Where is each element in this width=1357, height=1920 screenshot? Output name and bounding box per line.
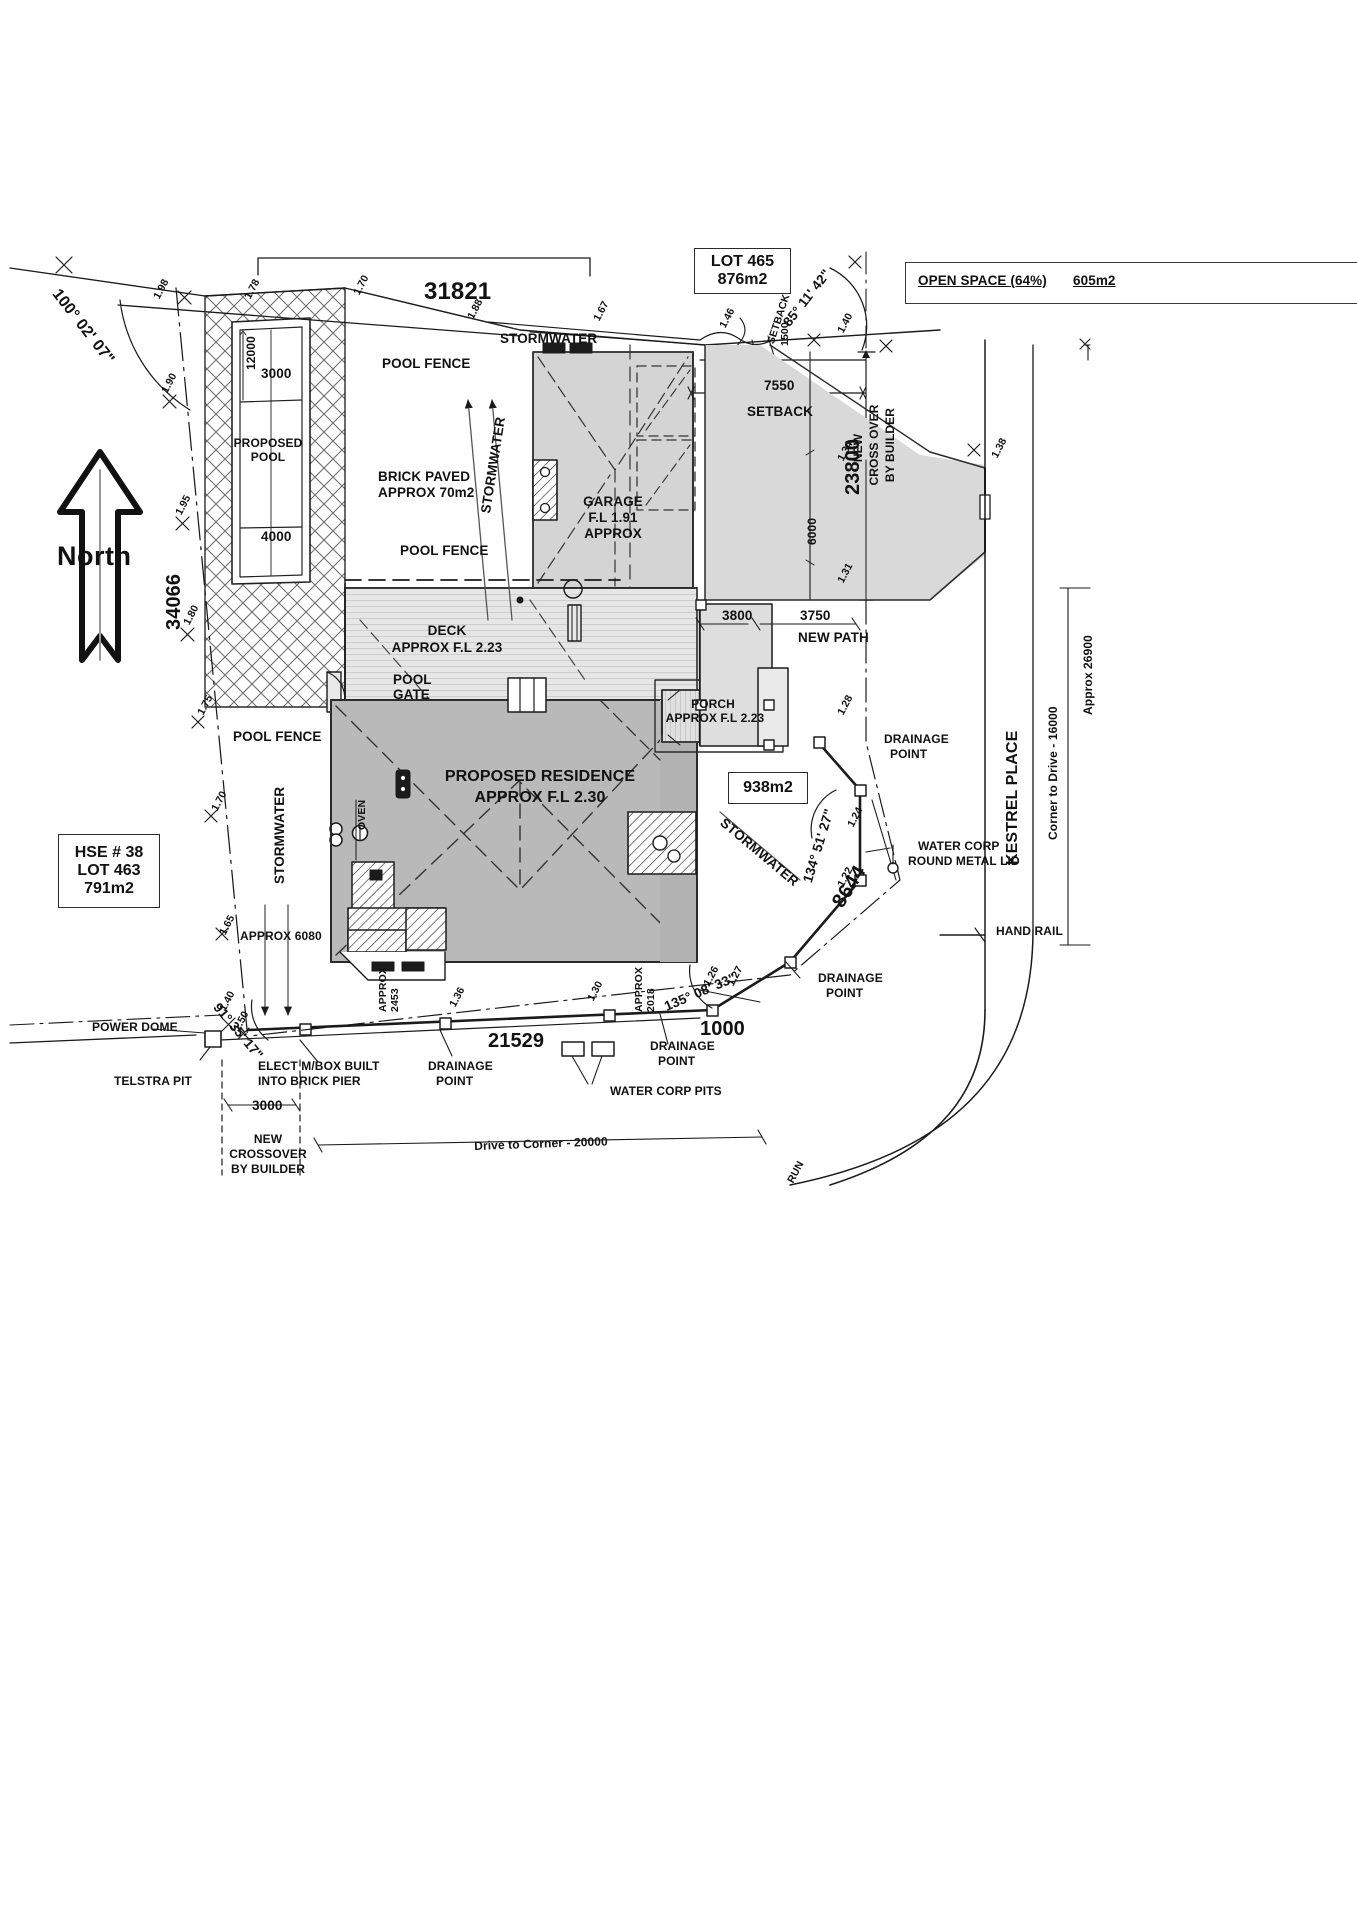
dimension-setback-side: 1500 [779,322,791,346]
annotation-oven: OVEN [356,799,368,830]
street-name-kestrel-place: KESTREL PLACE [1004,730,1021,865]
annotation-drainage-point-1-line2: POINT [890,747,928,761]
hse-lot: LOT 463 [77,862,141,879]
dimension-approx-2453: APPROX 2453 [377,967,401,1012]
dimension-setback-front: 7550 [764,378,795,393]
pool-label-line1: PROPOSED [233,436,303,450]
dimension-crossover-width-bottom: 3000 [252,1098,283,1113]
dimension-approx-26900: Approx 26900 [1081,635,1095,715]
annotation-crossover-builder-line2: CROSS OVER [867,404,881,486]
porch-label-line2: APPROX F.L 2.23 [665,711,765,725]
annotation-drainage-point-4-line2: POINT [436,1074,474,1088]
lot-465-line1: LOT 465 [710,253,775,270]
annotation-drainage-point-3-line2: POINT [658,1054,696,1068]
deck-label-line1: DECK [427,623,467,638]
annotation-power-dome: POWER DOME [92,1020,178,1034]
annotation-brick-paved-line2: APPROX 70m2 [378,485,475,500]
dimension-pool-width-bottom: 4000 [261,529,292,544]
pool-label-line2: POOL [250,450,286,464]
garage-label-line3: APPROX [584,526,642,541]
north-arrow-label: North [57,541,132,571]
lot-465-line2: 876m2 [717,271,768,288]
annotation-new-path: NEW PATH [798,630,869,645]
open-space-label: OPEN SPACE (64%) [918,273,1047,288]
annotation-water-corp-lid-line2: ROUND METAL LID [908,854,1020,868]
annotation-water-corp-lid-line1: WATER CORP [918,839,1000,853]
annotation-drainage-point-3-line1: DRAINAGE [650,1039,715,1053]
open-space-box [905,262,1357,304]
annotation-crossover-bottom-line1: NEW [253,1132,283,1146]
dimension-approx-2018: APPROX 2018 [633,967,657,1012]
annotation-hand-rail: HAND RAIL [996,924,1063,938]
annotation-pool-gate-line1: POOL [393,672,432,687]
dimension-crossover-width: 6000 [805,517,819,545]
annotation-crossover-bottom-line2: CROSSOVER [229,1147,307,1161]
hse-area: 791m2 [84,880,134,897]
dimension-path-width: 3750 [800,608,831,623]
annotation-stormwater-left: STORMWATER [272,786,287,884]
annotation-pool-fence-bottom: POOL FENCE [233,729,322,744]
annotation-brick-paved-line1: BRICK PAVED [378,469,471,484]
annotation-pool-gate-line2: GATE [393,687,430,702]
dimension-garage-to-path: 3800 [722,608,753,623]
garage-label-line1: GARAGE [583,494,643,509]
annotation-stormwater-north: STORMWATER [500,331,598,346]
hse-lot-box: HSE # 38 LOT 463 791m2 [58,834,160,908]
area-938: 938m2 [743,779,793,796]
annotation-telstra-pit: TELSTRA PIT [114,1074,192,1088]
annotation-drainage-point-2-line2: POINT [826,986,864,1000]
residence-label-line2: APPROX F.L 2.30 [474,789,606,806]
dimension-pool-length: 12000 [244,336,258,370]
dimension-north-boundary: 31821 [424,278,492,305]
annotation-elect-box-line2: INTO BRICK PIER [258,1074,361,1088]
annotation-drainage-point-1-line1: DRAINAGE [884,732,949,746]
dimension-approx-6080: APPROX 6080 [240,929,322,943]
dimension-south-boundary: 21529 [488,1030,545,1052]
dimension-corner-to-drive: Corner to Drive - 16000 [1046,706,1060,840]
annotation-drainage-point-2-line1: DRAINAGE [818,971,883,985]
dimension-se-short: 1000 [700,1018,745,1040]
hse-number: HSE # 38 [74,844,144,861]
annotation-crossover-builder-line3: BY BUILDER [883,407,897,483]
annotation-elect-box-line1: ELECT M/BOX BUILT [258,1059,380,1073]
deck-label-line2: APPROX F.L 2.23 [391,640,503,655]
residence-label-line1: PROPOSED RESIDENCE [444,768,636,785]
annotation-pool-fence-top: POOL FENCE [382,356,471,371]
area-938-box: 938m2 [728,772,808,804]
dimension-pool-width-top: 3000 [261,366,292,381]
garage-label-line2: F.L 1.91 [588,510,638,525]
porch-label-line1: PORCH [691,697,735,711]
open-space-value: 605m2 [1073,273,1116,288]
lot-465-box: LOT 465 876m2 [694,248,791,294]
setback-front-label: SETBACK [747,404,813,419]
annotation-pool-fence-mid: POOL FENCE [400,543,489,558]
annotation-water-corp-pits: WATER CORP PITS [610,1084,722,1098]
annotation-crossover-bottom-line3: BY BUILDER [230,1162,306,1176]
annotation-drainage-point-4-line1: DRAINAGE [428,1059,493,1073]
